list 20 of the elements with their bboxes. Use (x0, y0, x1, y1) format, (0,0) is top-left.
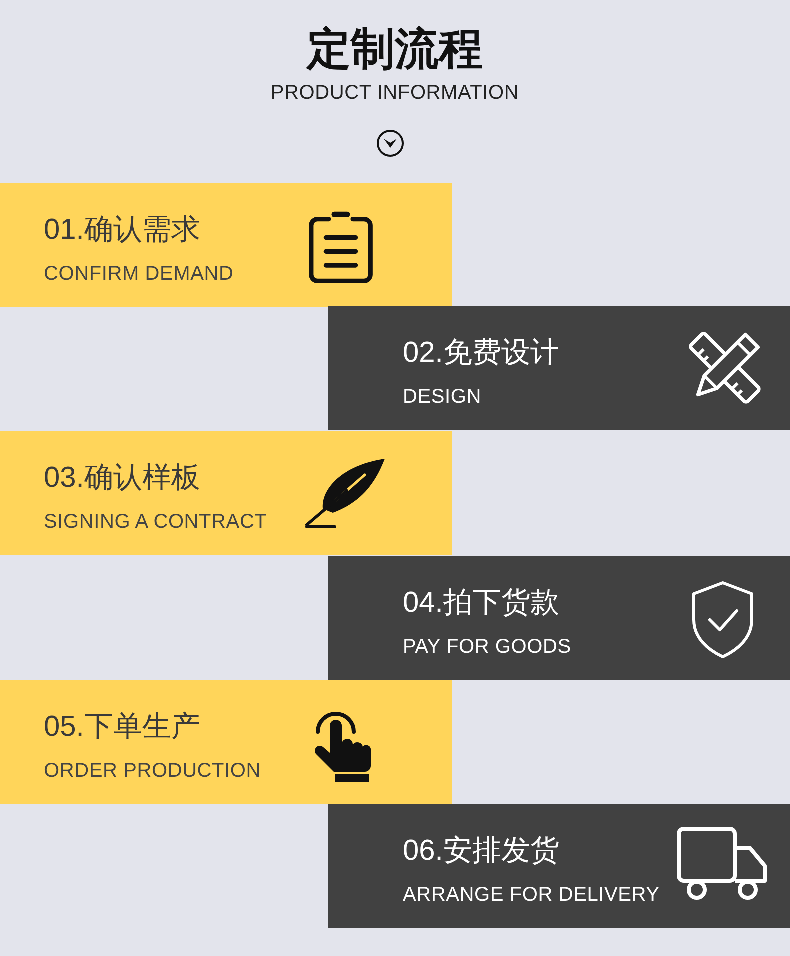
step-title: 03.确认样板 (44, 461, 200, 495)
step-subtitle: SIGNING A CONTRACT (44, 510, 268, 534)
step-title: 02.免费设计 (403, 336, 560, 370)
step-band (328, 556, 790, 680)
page-title: 定制流程 (307, 24, 483, 76)
step-band (328, 804, 790, 928)
step-subtitle: CONFIRM DEMAND (44, 262, 234, 286)
step-band (0, 680, 452, 804)
step-band (0, 183, 452, 307)
step-subtitle: ARRANGE FOR DELIVERY (403, 883, 660, 907)
step-title: 01.确认需求 (44, 213, 200, 247)
step-subtitle: PAY FOR GOODS (403, 635, 572, 659)
step-title: 04.拍下货款 (403, 586, 560, 620)
step-title: 06.安排发货 (403, 834, 560, 868)
step-subtitle: ORDER PRODUCTION (44, 759, 262, 783)
step-band (328, 306, 790, 430)
page-subtitle: PRODUCT INFORMATION (270, 81, 520, 105)
step-title: 05.下单生产 (44, 710, 200, 744)
step-band (0, 431, 452, 555)
step-subtitle: DESIGN (403, 385, 482, 409)
